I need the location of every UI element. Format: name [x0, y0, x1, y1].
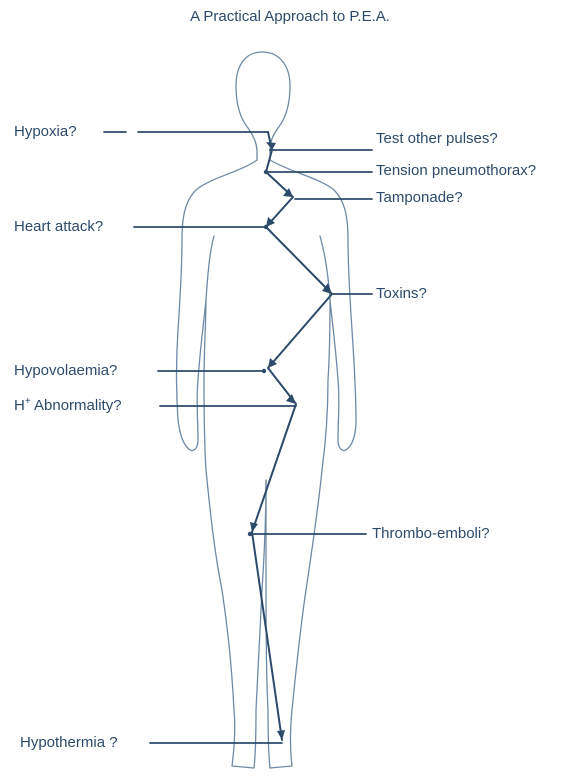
- label-hypothermia: Hypothermia ?: [20, 734, 118, 752]
- pointer-lines: [104, 132, 372, 743]
- arrow-heads: [250, 142, 332, 740]
- assessment-path: [252, 132, 332, 740]
- label-test-other-pulses: Test other pulses?: [376, 130, 498, 148]
- node-dots: [248, 170, 268, 536]
- arrow-6: [286, 394, 296, 404]
- body-outline: [177, 52, 357, 768]
- arrow-7: [250, 522, 258, 532]
- label-tamponade: Tamponade?: [376, 189, 463, 207]
- h-symbol: H: [14, 397, 25, 414]
- label-hypovolaemia: Hypovolaemia?: [14, 362, 117, 380]
- label-h-abnormality: H+ Abnormality?: [14, 397, 122, 415]
- abnormality-text: Abnormality?: [31, 397, 122, 414]
- label-thrombo-emboli: Thrombo-emboli?: [372, 525, 490, 543]
- label-toxins: Toxins?: [376, 285, 427, 303]
- label-hypoxia: Hypoxia?: [14, 123, 77, 141]
- label-heart-attack: Heart attack?: [14, 218, 103, 236]
- label-tension-pneumothorax: Tension pneumothorax?: [376, 162, 536, 180]
